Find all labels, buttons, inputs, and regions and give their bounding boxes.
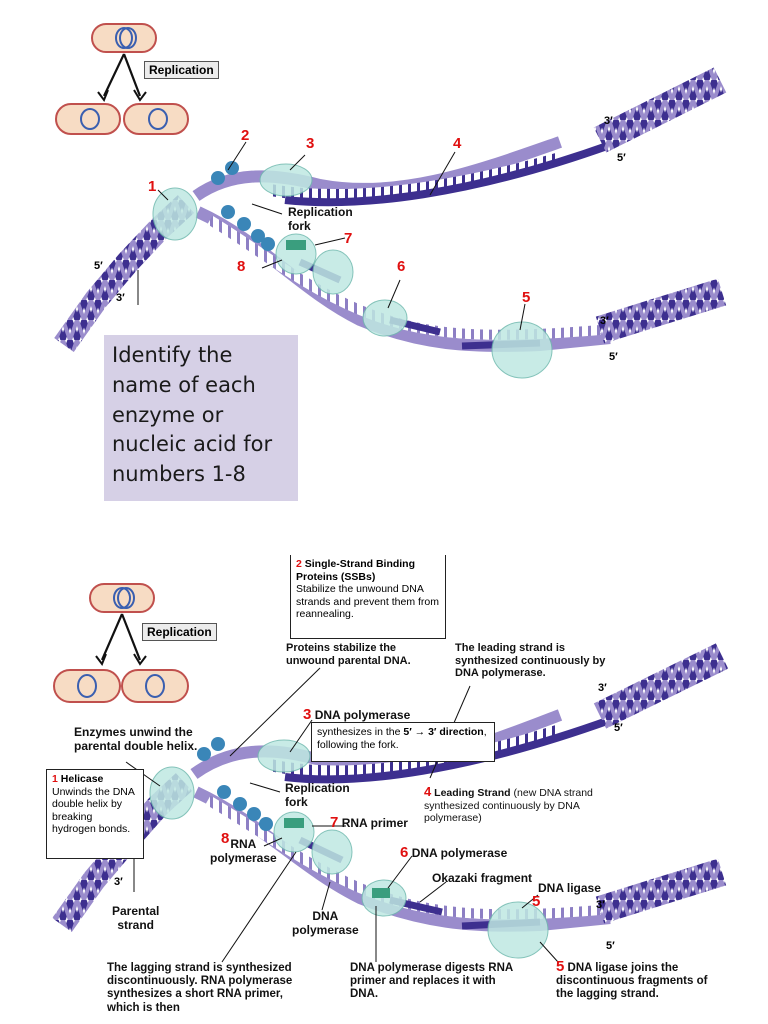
prime-bottom-c: 3′	[114, 876, 123, 888]
top-dna	[54, 67, 727, 379]
helicase-title: Helicase	[60, 773, 104, 785]
replication-label-bottom: Replication	[142, 623, 217, 641]
number-4: 4	[453, 135, 462, 152]
okazaki-fragment-label: Okazaki fragment	[432, 871, 533, 885]
replication-fork-label-bottom: Replication fork	[285, 781, 350, 809]
leading-strand-title: Leading Strand	[434, 787, 511, 799]
ssb-callout: 2 Single-Strand Binding Proteins (SSBs) …	[290, 555, 446, 639]
prime-top-a: 3′	[604, 115, 613, 127]
direction-callout: synthesizes in the 5′ → 3′ direction, fo…	[311, 722, 495, 762]
number-6-bottom: 6	[400, 844, 409, 861]
helicase-body: Unwinds the DNA double helix by breaking…	[52, 785, 135, 836]
number-4-bottom: 4	[424, 784, 432, 799]
leading-strand-label: 4 Leading Strand (new DNA strand synthes…	[424, 784, 624, 824]
leading-strand-body: (new DNA strand synthesized continuously…	[424, 787, 593, 824]
dna-polymerase-3-label: 3 DNA polymerase	[303, 706, 410, 723]
prime-bottom-e: 3′	[596, 899, 605, 911]
prime-bottom-d: 5′	[606, 940, 615, 952]
prime-top-d: 3′	[116, 292, 125, 304]
helicase-number: 1	[52, 773, 58, 785]
ssb-number: 2	[296, 558, 302, 570]
number-8-bottom: 8	[221, 830, 230, 847]
dna-ligase-note: 5 DNA ligase joins the discontinuous fra…	[556, 958, 716, 1002]
number-2: 2	[241, 127, 250, 144]
dna-polymerase-6-label: 6 DNA polymerase	[400, 844, 507, 861]
direction-pre: synthesizes in the	[317, 726, 404, 738]
parental-strand-label: Parental strand	[112, 904, 160, 932]
helicase-callout: 1 Helicase Unwinds the DNA double helix …	[46, 769, 144, 859]
direction-arrow: 5′ → 3′	[403, 726, 437, 738]
number-5: 5	[522, 289, 531, 306]
number-5-bottom-b: 5	[556, 958, 565, 975]
prime-top-c: 5′	[94, 260, 103, 272]
dna-ligase-text: DNA ligase	[538, 881, 601, 895]
rna-primer-label: 7 RNA primer	[330, 814, 408, 831]
ssb-title: Single-Strand Binding Proteins (SSBs)	[296, 558, 416, 583]
number-7: 7	[344, 230, 353, 247]
dna-polymerase-mid-label: DNA polymerase	[292, 909, 359, 937]
replication-label-top: Replication	[144, 61, 219, 79]
enzymes-unwind-note: Enzymes unwind the parental double helix…	[74, 725, 198, 753]
proteins-stabilize-note: Proteins stabilize the unwound parental …	[286, 642, 411, 667]
prime-top-f: 5′	[609, 351, 618, 363]
dna-polymerase-3-text: DNA polymerase	[314, 708, 411, 722]
direction-word: direction	[439, 726, 484, 738]
dna-ligase-note-text: DNA ligase joins the discontinuous fragm…	[556, 962, 708, 1001]
dna-polymerase-6-text: DNA polymerase	[411, 846, 508, 860]
number-7-bottom: 7	[330, 814, 339, 831]
number-3: 3	[306, 135, 315, 152]
prime-bottom-b: 5′	[614, 722, 623, 734]
bottom-cells	[53, 583, 189, 703]
prime-bottom-a: 3′	[598, 682, 607, 694]
rna-primer-text: RNA primer	[341, 816, 408, 830]
prime-top-e: 3′	[600, 315, 609, 327]
rna-polymerase-label: RNA polymerase	[210, 837, 277, 865]
prime-top-b: 5′	[617, 152, 626, 164]
number-5-bottom-a: 5	[532, 893, 541, 910]
leading-strand-note: The leading strand is synthesized contin…	[455, 642, 606, 680]
replication-fork-label-top: Replication fork	[288, 205, 353, 233]
dna-ligase-label: DNA ligase	[538, 881, 601, 896]
number-3-bottom: 3	[303, 706, 312, 723]
number-6: 6	[397, 258, 406, 275]
digests-primer-note: DNA polymerase digests RNA primer and re…	[350, 962, 513, 1001]
question-prompt: Identify the name of each enzyme or nucl…	[104, 335, 298, 501]
direction-post: , following the fork.	[317, 726, 487, 751]
lagging-strand-note: The lagging strand is synthesized discon…	[107, 962, 293, 1014]
top-cells	[55, 23, 189, 135]
number-8: 8	[237, 258, 246, 275]
number-1: 1	[148, 178, 157, 195]
ssb-body: Stabilize the unwound DNA strands and pr…	[296, 583, 439, 621]
